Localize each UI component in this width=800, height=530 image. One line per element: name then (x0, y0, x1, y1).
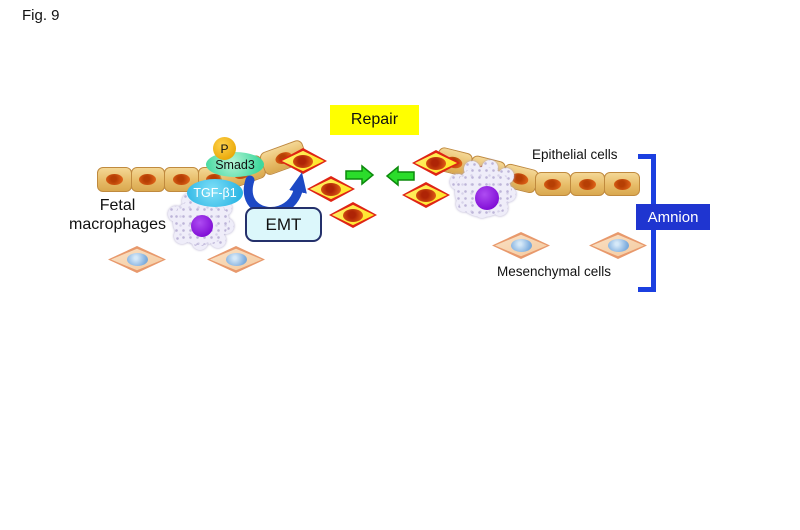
epithelial-nucleus (105, 174, 123, 185)
transitioning-cell (307, 176, 355, 202)
figure-label: Fig. 9 (22, 7, 60, 24)
green-arrow-left-icon (385, 165, 415, 187)
cell-nucleus (343, 208, 363, 222)
cell-nucleus (607, 239, 629, 252)
tgfb1-ellipse: TGF-β1 (187, 179, 243, 207)
cell-nucleus (126, 253, 148, 266)
epithelial-nucleus (139, 174, 157, 185)
mesenchymal-cells-label: Mesenchymal cells (497, 264, 612, 279)
cell-nucleus (293, 154, 313, 168)
cell-nucleus (510, 239, 532, 252)
mesenchymal-cell (207, 246, 265, 273)
epithelial-cell (535, 172, 571, 196)
transitioning-cell (412, 150, 460, 176)
macrophage-nucleus (475, 186, 499, 210)
smad3-ellipse: Smad3 (206, 152, 264, 177)
fetal-macrophage-right (450, 160, 516, 220)
macrophage-nucleus (191, 215, 213, 237)
mesenchymal-cell (589, 232, 647, 259)
transitioning-cell (279, 148, 327, 174)
phosphate-badge: P (213, 137, 236, 160)
cell-nucleus (416, 188, 436, 202)
epithelial-nucleus (579, 178, 596, 190)
epithelial-cell (97, 167, 132, 192)
green-arrow-right-icon (345, 164, 375, 186)
amnion-box: Amnion (636, 204, 710, 230)
transitioning-cell (402, 182, 450, 208)
epithelial-row-right-horizontal (535, 172, 641, 196)
cell-nucleus (321, 182, 341, 196)
amnion-bracket-top (638, 154, 656, 159)
fetal-macrophages-label: Fetal macrophages (69, 197, 166, 233)
epithelial-nucleus (544, 178, 562, 190)
epithelial-nucleus (172, 174, 190, 185)
repair-banner: Repair (330, 105, 419, 135)
mesenchymal-cell (108, 246, 166, 273)
transitioning-cell (329, 202, 377, 228)
emt-box: EMT (245, 207, 322, 242)
epithelial-cell (604, 172, 641, 196)
epithelial-cell (569, 172, 606, 196)
epithelial-nucleus (613, 178, 631, 190)
mesenchymal-cell (492, 232, 550, 259)
cell-nucleus (426, 156, 446, 170)
epithelial-cell (130, 167, 165, 192)
epithelial-cells-label: Epithelial cells (532, 147, 618, 162)
amnion-bracket-bottom (638, 287, 656, 292)
cell-nucleus (225, 253, 247, 266)
